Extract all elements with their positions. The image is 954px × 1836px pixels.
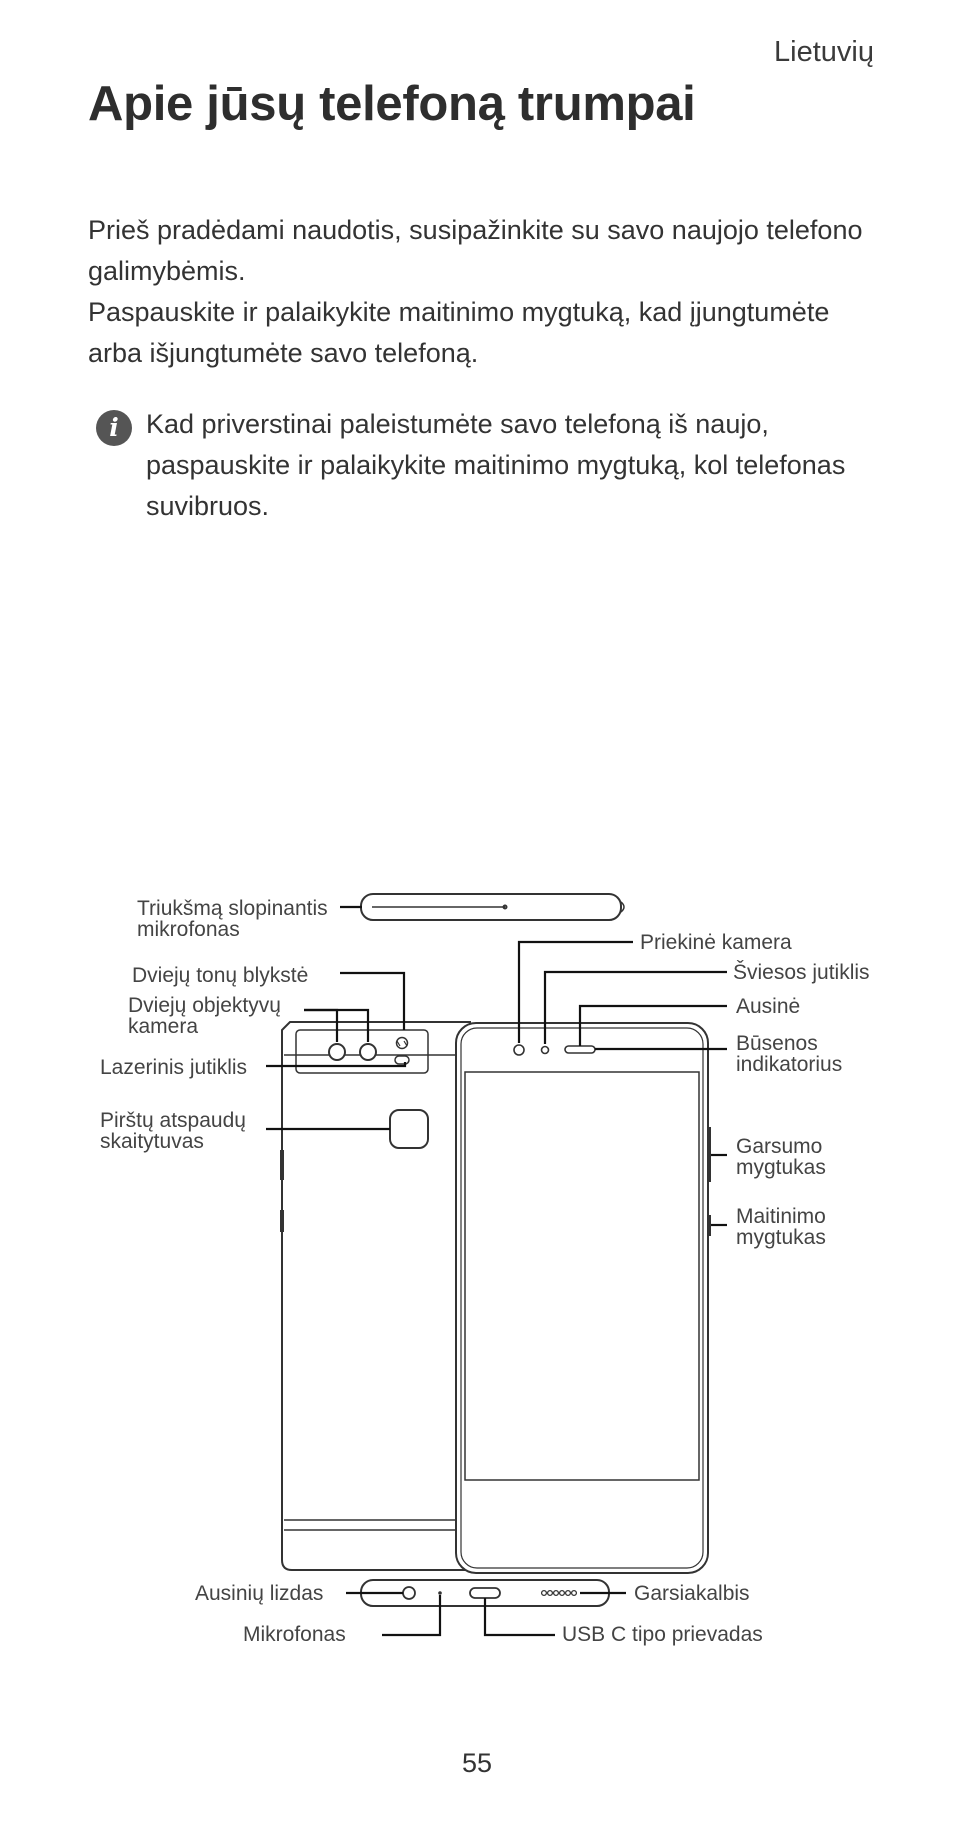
phone-diagram: Triukšmą slopinantis mikrofonas Dviejų t… (0, 880, 954, 1700)
language-label: Lietuvių (774, 36, 874, 68)
info-icon: i (96, 410, 132, 446)
phone-screen (464, 1071, 700, 1481)
label-usb-c-port: USB C tipo prievadas (562, 1623, 763, 1646)
label-fingerprint-reader: Pirštų atspaudų skaitytuvas (100, 1109, 246, 1153)
label-speaker: Garsiakalbis (634, 1582, 750, 1605)
phone-top-edge (360, 893, 625, 921)
label-laser-sensor: Lazerinis jutiklis (100, 1056, 248, 1079)
label-status-indicator: Būsenos indikatorius (736, 1032, 843, 1076)
label-light-sensor: Šviesos jutiklis (733, 961, 870, 984)
label-microphone: Mikrofonas (243, 1623, 346, 1646)
page-number: 55 (461, 1748, 493, 1778)
label-front-camera: Priekinė kamera (640, 931, 792, 954)
label-dual-tone-flash: Dviejų tonų blykstė (132, 964, 309, 987)
back-camera-lens-right (359, 1043, 377, 1061)
back-camera-lens-left (328, 1043, 346, 1061)
phone-front (455, 1022, 711, 1574)
page-title: Apie jūsų telefoną trumpai (88, 77, 696, 131)
label-headset-jack: Ausinių lizdas (195, 1582, 324, 1605)
label-noise-cancelling-mic: Triukšmą slopinantis mikrofonas (137, 897, 328, 941)
leader-lines (266, 905, 727, 1637)
phone-illustration (266, 893, 727, 1637)
fingerprint-sensor (389, 1109, 429, 1149)
label-power-button: Maitinimo mygtukas (736, 1205, 826, 1249)
label-earpiece: Ausinė (736, 995, 801, 1018)
note-text: Kad priverstinai paleistumėte savo telef… (146, 409, 846, 521)
label-dual-lens-camera: Dviejų objektyvų kamera (128, 994, 281, 1038)
phone-back (280, 1021, 471, 1571)
label-volume-button: Garsumo mygtukas (736, 1135, 826, 1179)
intro-text: Prieš pradėdami naudotis, susipažinkite … (88, 210, 888, 374)
intro-paragraph-2: Paspauskite ir palaikykite maitinimo myg… (88, 297, 830, 368)
intro-paragraph-1: Prieš pradėdami naudotis, susipažinkite … (88, 215, 863, 286)
